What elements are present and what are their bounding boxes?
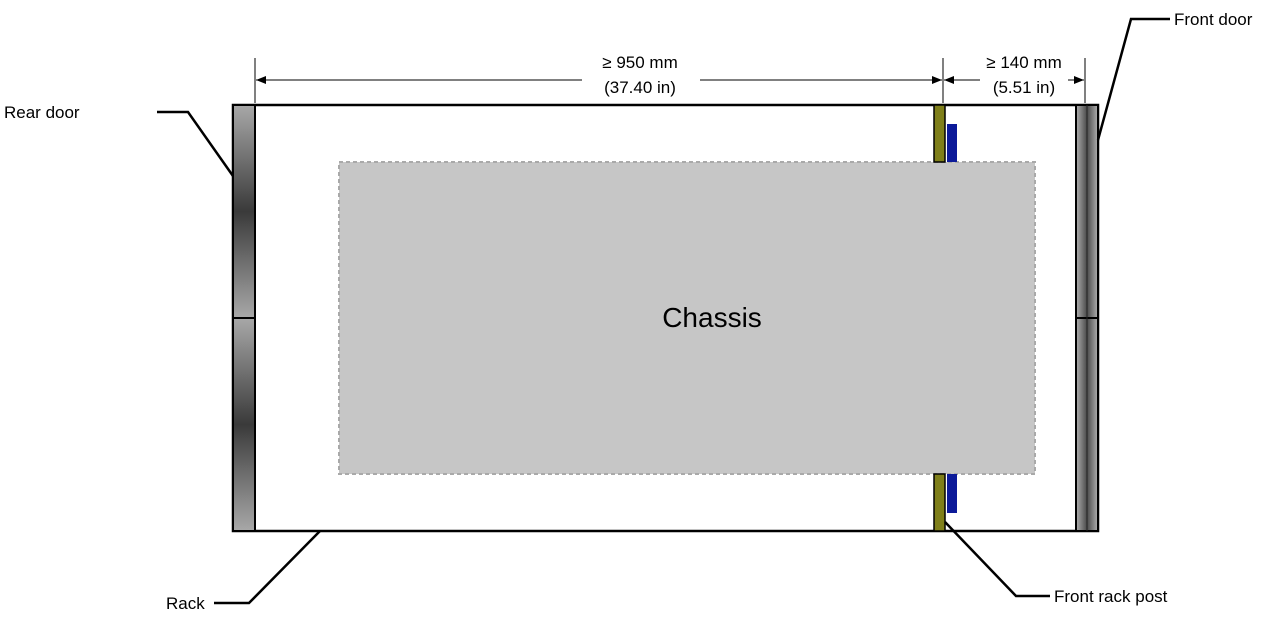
depth-dimension: ≥ 950 mm (37.40 in) [256, 53, 942, 97]
mounting-bracket [947, 124, 957, 513]
front-rack-post [933, 104, 946, 532]
front-clearance-metric: ≥ 140 mm [986, 53, 1061, 72]
chassis-box [338, 161, 1036, 475]
front-clearance-dimension: ≥ 140 mm (5.51 in) [944, 53, 1084, 97]
chassis-label: Chassis [662, 302, 762, 333]
rack-label: Rack [166, 594, 205, 613]
front-door-label: Front door [1174, 10, 1253, 29]
depth-metric: ≥ 950 mm [602, 53, 677, 72]
front-clearance-imperial: (5.51 in) [993, 78, 1055, 97]
front-rack-post-label: Front rack post [1054, 587, 1168, 606]
front-door [1075, 104, 1099, 532]
rear-door-callout: Rear door [4, 103, 235, 177]
depth-imperial: (37.40 in) [604, 78, 676, 97]
rear-door-label: Rear door [4, 103, 80, 122]
rack-callout: Rack [166, 530, 321, 613]
rear-door [232, 104, 256, 532]
front-rack-post-callout: Front rack post [944, 521, 1168, 606]
front-door-callout: Front door [1096, 10, 1253, 141]
